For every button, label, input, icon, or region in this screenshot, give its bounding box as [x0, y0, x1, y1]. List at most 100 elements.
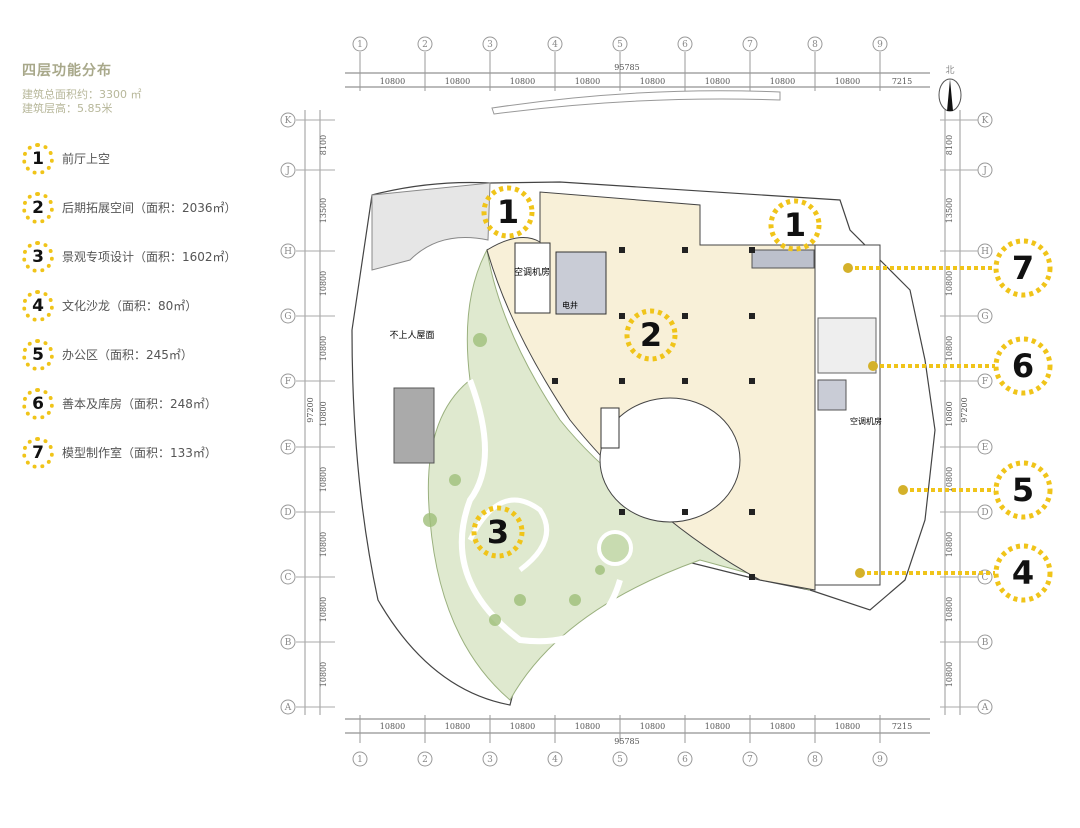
column-axis-marker: [807, 36, 823, 52]
zone-marker-number: 1: [497, 193, 519, 231]
structural-column: [749, 378, 755, 384]
column-axis-marker: [677, 751, 693, 767]
legend-marker: 5: [22, 338, 54, 371]
column-axis-marker: [547, 36, 563, 52]
zone-marker: [471, 505, 525, 559]
canopy: [491, 90, 781, 115]
column-axis-marker: [872, 751, 888, 767]
row-dimension: 10800: [945, 401, 954, 426]
row-dimension: 13500: [945, 198, 954, 223]
column-axis-label: 8: [812, 40, 818, 50]
row-axis-label: G: [981, 312, 988, 322]
row-dimension: 10800: [319, 271, 328, 296]
structural-column: [682, 378, 688, 384]
row-dimension: 10800: [945, 532, 954, 557]
zone-marker-number: 5: [1012, 471, 1034, 509]
zone-marker-number: 4: [1012, 554, 1034, 592]
ac-room-label: 空调机房: [514, 266, 550, 278]
column-axis-marker: [677, 36, 693, 52]
zone-marker: [993, 460, 1053, 520]
column-axis-label: 4: [552, 755, 558, 765]
column-axis-marker: [417, 36, 433, 52]
row-axis-label: H: [284, 247, 292, 257]
structural-column: [619, 313, 625, 319]
row-axis-label: E: [285, 443, 292, 453]
zone-marker: [993, 336, 1053, 396]
hatched-terrace: [371, 182, 491, 271]
column-dimension: 10800: [770, 722, 795, 731]
zone-marker-number: 6: [1012, 347, 1034, 385]
zone-marker-number: 1: [784, 206, 806, 244]
row-axis-marker: [280, 569, 296, 585]
column-dimension: 10800: [445, 722, 470, 731]
leader-dot: [843, 263, 853, 273]
zone-marker-number: 7: [1012, 249, 1034, 287]
legend-label: 前厅上空: [62, 152, 111, 166]
row-axis-label: H: [981, 247, 989, 257]
row-axis-marker: [280, 439, 296, 455]
structural-column: [552, 378, 558, 384]
column-dimension: 10800: [705, 77, 730, 86]
column-total-dimension: 95785: [614, 737, 639, 746]
row-dimension: 10800: [319, 336, 328, 361]
column-axis-label: 3: [487, 755, 493, 765]
structural-column: [749, 574, 755, 580]
row-axis-marker: [280, 243, 296, 259]
structural-column: [619, 378, 625, 384]
row-dimension: 10800: [945, 662, 954, 687]
column-dimension: 10800: [445, 77, 470, 86]
row-axis-marker: [280, 699, 296, 715]
legend-label: 模型制作室（面积：133㎡）: [62, 446, 217, 460]
column-total-dimension: 95785: [614, 63, 639, 72]
row-dimension: 10800: [945, 271, 954, 296]
legend-marker: 6: [22, 387, 54, 420]
column-axis-marker: [807, 751, 823, 767]
leader-dot: [855, 568, 865, 578]
column-dimension: 10800: [640, 722, 665, 731]
zone-marker-number: 3: [487, 513, 509, 551]
atrium-void: [599, 397, 741, 523]
row-dimension: 10800: [945, 597, 954, 622]
zone-marker: [768, 198, 822, 252]
column-axis-marker: [612, 36, 628, 52]
column-axis-marker: [872, 36, 888, 52]
column-dimension: 7215: [892, 722, 912, 731]
leader-dot: [898, 485, 908, 495]
structural-column: [749, 509, 755, 515]
stair-core: [555, 251, 607, 315]
column-dimension: 7215: [892, 77, 912, 86]
north-label: 北: [945, 65, 954, 76]
row-axis-label: C: [285, 573, 292, 583]
legend-marker: 7: [22, 436, 54, 469]
structural-column: [619, 509, 625, 515]
column-dimension: 10800: [705, 722, 730, 731]
floor-height: 建筑层高：5.85米: [22, 102, 113, 115]
structural-column: [682, 247, 688, 253]
row-axis-label: K: [285, 116, 292, 126]
column-axis-marker: [482, 36, 498, 52]
row-axis-label: A: [284, 703, 292, 713]
row-dimension: 13500: [319, 198, 328, 223]
legend-marker: 4: [22, 289, 54, 322]
legend-label: 后期拓展空间（面积：2036㎡）: [62, 201, 237, 215]
zone-marker: [624, 308, 678, 362]
total-area: 建筑总面积约：3300 ㎡: [22, 88, 142, 101]
column-axis-label: 5: [617, 755, 623, 765]
column-dimension: 10800: [510, 77, 535, 86]
row-axis-marker: [280, 308, 296, 324]
column-axis-label: 2: [422, 40, 428, 50]
row-dimension: 10800: [319, 597, 328, 622]
column-axis-label: 9: [877, 755, 883, 765]
column-axis-label: 5: [617, 40, 623, 50]
row-axis-label: J: [982, 166, 987, 176]
row-axis-label: D: [284, 508, 291, 518]
legend-label: 善本及库房（面积：248㎡）: [62, 397, 217, 411]
structural-column: [749, 313, 755, 319]
row-dimension: 8100: [319, 135, 328, 155]
row-axis-label: C: [982, 573, 989, 583]
zone-marker: [481, 185, 535, 239]
column-dimension: 10800: [640, 77, 665, 86]
structural-column: [749, 247, 755, 253]
